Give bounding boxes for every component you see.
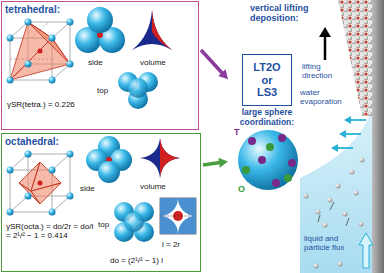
coordination-arrow xyxy=(203,158,228,168)
octa-top-spheres xyxy=(114,202,154,242)
arrow-shaft xyxy=(201,50,223,73)
composition-box: LT2O or LS3 xyxy=(242,54,292,106)
tetra-top-spheres xyxy=(118,72,158,109)
deposition-scene xyxy=(300,0,384,273)
tetra-side-spheres xyxy=(75,7,125,53)
tetra-lattice xyxy=(7,19,74,84)
coordination-group: LT2O or LS3large sphere coordination: xyxy=(230,52,307,196)
arrowhead xyxy=(218,158,228,168)
annotation: lifting direction xyxy=(302,62,346,80)
ratio-formula: γSR(octa.) = do/2r = do/l = 2¹/² − 1 = 0… xyxy=(6,222,94,240)
tetra-volume xyxy=(132,10,172,50)
coordination-arrow xyxy=(201,50,228,79)
view-label: volume xyxy=(140,182,166,191)
annotation: water evaporation xyxy=(300,88,348,106)
octahedral-panel: octahedral: side volume top γSR(octa.) = do/… xyxy=(1,133,201,272)
octa-side-spheres xyxy=(86,136,132,183)
group-caption: large sphere coordination: xyxy=(230,108,304,128)
arrowhead xyxy=(218,69,228,79)
view-label: volume xyxy=(140,58,166,67)
panel-heading: octahedral: xyxy=(5,136,59,148)
octa-volume xyxy=(140,138,180,178)
octa-inset xyxy=(160,198,196,234)
tetrahedral-panel: tetrahedral: side volume top γSR(tetra.) = 0… xyxy=(1,1,199,130)
large-sphere xyxy=(238,130,298,190)
view-label: top xyxy=(98,220,109,229)
dimension-label: l = 2r xyxy=(162,240,180,249)
view-label: side xyxy=(80,184,95,193)
arrow-shaft xyxy=(203,163,220,165)
panel-heading: tetrahedral: xyxy=(5,4,60,16)
ratio-formula: γSR(tetra.) = 0.226 xyxy=(7,100,125,109)
dimension-formula: do = (2¹/² − 1) l xyxy=(110,256,198,265)
octa-lattice xyxy=(7,151,74,216)
site-letter: O xyxy=(238,184,245,194)
scene-title: vertical lifting deposition: xyxy=(250,3,336,24)
view-label: side xyxy=(88,58,103,67)
view-label: top xyxy=(97,86,108,95)
annotation: liquid and particle flux xyxy=(304,234,360,252)
site-letter: T xyxy=(234,127,240,137)
